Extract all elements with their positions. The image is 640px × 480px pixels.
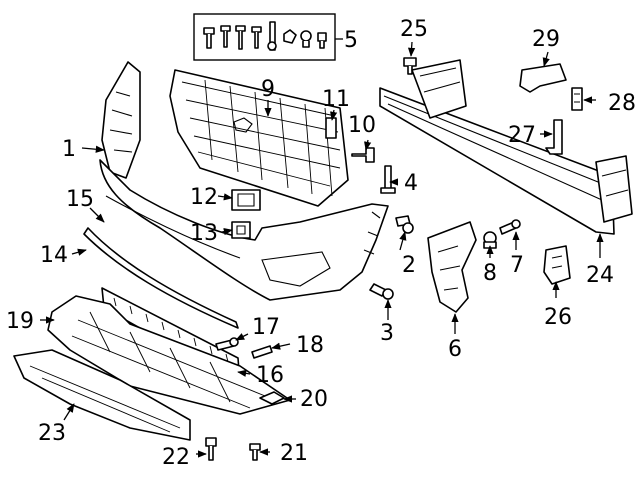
bolt-2 <box>395 215 414 234</box>
leader-lines <box>40 41 604 458</box>
bolt-10 <box>351 147 375 163</box>
callout-26: 26 <box>544 305 572 330</box>
callout-10: 10 <box>348 113 376 138</box>
grille-insert <box>169 69 349 207</box>
callout-12: 12 <box>190 185 218 210</box>
callout-27: 27 <box>508 123 536 148</box>
callout-17: 17 <box>252 315 280 340</box>
callout-5: 5 <box>344 28 358 53</box>
bumper-bracket-right <box>427 221 477 313</box>
callout-16: 16 <box>256 363 284 388</box>
lower-panel <box>13 349 191 441</box>
callout-23: 23 <box>38 421 66 446</box>
bracket-27 <box>545 119 563 155</box>
callout-22: 22 <box>162 445 190 470</box>
bumper-cover <box>99 159 389 301</box>
bumper-bracket-left <box>101 61 141 179</box>
nut-8 <box>483 231 497 249</box>
callout-4: 4 <box>404 171 418 196</box>
callout-1: 1 <box>62 137 76 162</box>
callout-7: 7 <box>510 253 524 278</box>
pin-18 <box>251 345 273 359</box>
callout-labels: 1 2 3 4 5 6 7 8 9 10 11 12 13 14 15 16 1… <box>6 17 636 470</box>
callout-15: 15 <box>66 187 94 212</box>
hardware-kit-box <box>193 13 343 61</box>
sensor-bracket-13 <box>231 221 251 239</box>
bracket-29 <box>519 63 567 93</box>
sensor-bracket-12 <box>231 189 261 211</box>
trim-strip <box>83 227 239 329</box>
bracket-28 <box>571 87 583 111</box>
bolt-22 <box>205 437 217 461</box>
callout-6: 6 <box>448 337 462 362</box>
callout-29: 29 <box>532 27 560 52</box>
callout-2: 2 <box>402 253 416 278</box>
callout-25: 25 <box>400 17 428 42</box>
pin-4 <box>380 165 396 194</box>
reinforcement-beam <box>379 59 633 235</box>
callout-11: 11 <box>322 87 350 112</box>
callout-20: 20 <box>300 387 328 412</box>
screw-17 <box>215 337 239 351</box>
bolt-7 <box>499 219 521 235</box>
callout-24: 24 <box>586 263 614 288</box>
callout-21: 21 <box>280 441 308 466</box>
callout-13: 13 <box>190 221 218 246</box>
callout-9: 9 <box>261 77 275 102</box>
callout-3: 3 <box>380 321 394 346</box>
callout-18: 18 <box>296 333 324 358</box>
bolt-21 <box>249 443 261 461</box>
callout-14: 14 <box>40 243 68 268</box>
callout-19: 19 <box>6 309 34 334</box>
clip-11 <box>325 117 337 139</box>
bracket-26 <box>543 245 571 285</box>
callout-28: 28 <box>608 91 636 116</box>
bolt-3 <box>369 283 394 300</box>
callout-8: 8 <box>483 261 497 286</box>
